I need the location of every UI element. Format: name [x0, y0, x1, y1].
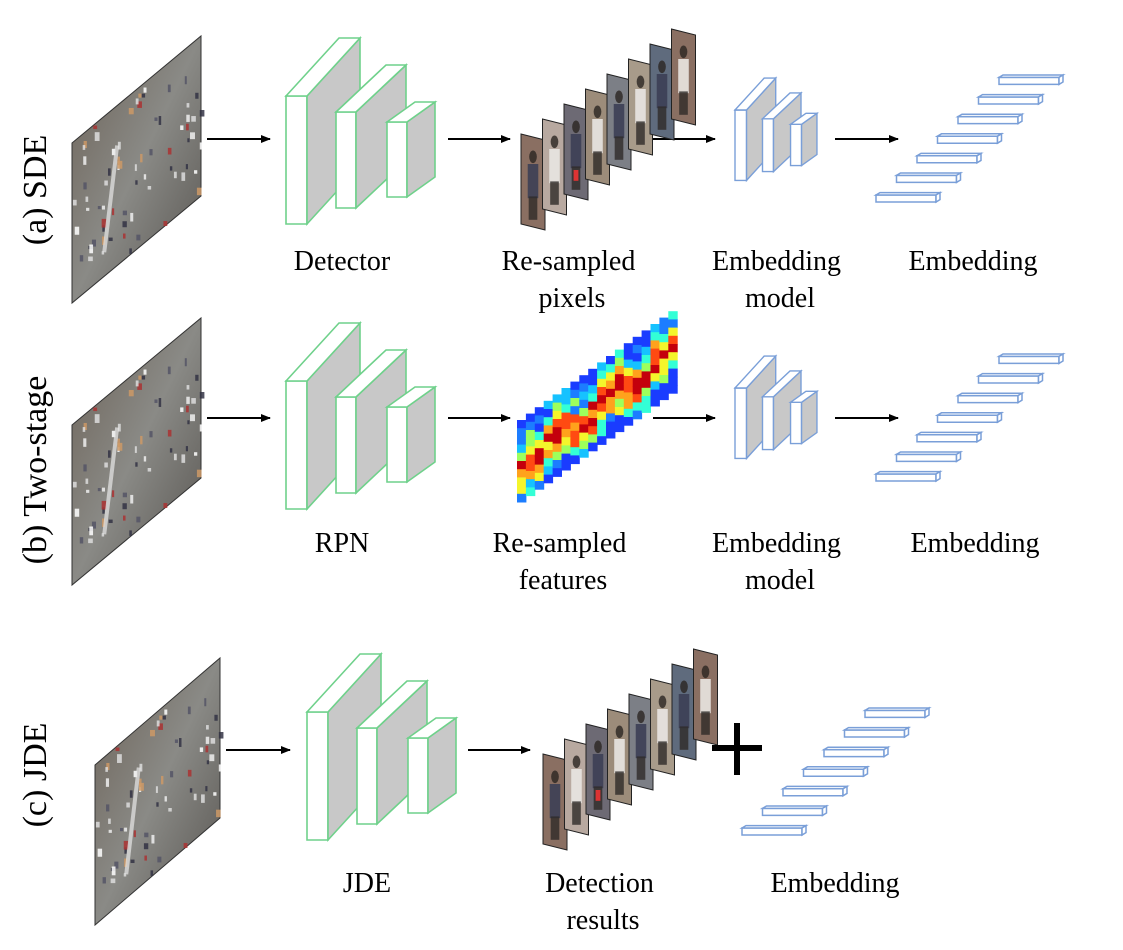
network-rpn — [284, 320, 438, 512]
embedding-bar — [800, 765, 871, 778]
crop-thumbnail — [585, 88, 610, 186]
embedding-bar — [975, 93, 1046, 106]
embedding-bar — [934, 132, 1005, 145]
embedding-bar — [955, 391, 1025, 404]
embedding-bar — [996, 352, 1066, 365]
label-detector: Detector — [294, 246, 391, 277]
label-resampled-pixels: Re-sampled pixels — [502, 246, 643, 314]
label-rpn: RPN — [315, 528, 369, 559]
street-image-c — [94, 656, 224, 927]
embedding-bar — [975, 372, 1046, 385]
crop-thumbnail — [563, 103, 589, 201]
embedding-vector-a — [873, 73, 1066, 204]
stage-labels: Detector Re-sampled pixels Embedding mod… — [294, 246, 1040, 936]
embedding-model-b — [733, 354, 820, 461]
embedding-vector-b — [873, 352, 1066, 483]
crop-thumbnail — [649, 43, 675, 141]
crop-thumbnail — [585, 723, 611, 821]
embedding-bar — [873, 470, 943, 483]
label-embedding-b: Embedding — [910, 528, 1039, 559]
crop-thumbnail — [564, 738, 589, 836]
street-image-b — [71, 316, 205, 587]
embedding-bar — [996, 73, 1066, 86]
embedding-bar — [821, 745, 891, 758]
row-title-two-stage: (b) Two-stage — [17, 376, 54, 565]
crop-thumbnail — [628, 58, 653, 156]
embedding-bar — [893, 450, 964, 463]
embedding-bar — [759, 804, 830, 817]
crop-thumbnail — [671, 663, 697, 761]
crop-thumbnail — [542, 753, 568, 851]
crop-thumbnail — [607, 708, 632, 806]
crop-stack-resampled-pixels — [520, 28, 696, 231]
embedding-bar — [780, 785, 850, 798]
embedding-vectors — [739, 73, 1066, 837]
embedding-bar — [955, 112, 1025, 125]
label-jde: JDE — [343, 868, 391, 899]
street-images — [71, 34, 224, 927]
plus-icon — [712, 723, 762, 775]
crop-thumbnail — [520, 133, 546, 231]
embedding-bar — [862, 706, 932, 719]
embedding-bar — [893, 171, 964, 184]
embedding-bar — [914, 431, 984, 444]
feature-heatmap — [517, 311, 678, 503]
crop-thumbnail — [542, 118, 567, 216]
network-jde — [305, 651, 459, 843]
embedding-bar — [914, 152, 984, 165]
crop-thumbnail — [650, 678, 675, 776]
label-embedding-a: Embedding — [908, 246, 1037, 277]
network-detector — [284, 35, 438, 227]
embedding-vector-c — [739, 706, 932, 837]
label-embedding-model-a: Embedding model — [712, 246, 848, 314]
embedding-bar — [934, 411, 1005, 424]
feature-heatmap — [517, 311, 678, 503]
street-image-a — [71, 34, 205, 305]
embedding-bar — [873, 191, 943, 204]
row-title-jde: (c) JDE — [17, 723, 54, 828]
crop-stacks — [520, 28, 718, 851]
embedding-bar — [841, 726, 912, 739]
arrows — [207, 135, 899, 754]
crop-thumbnail — [693, 648, 718, 746]
crop-thumbnail — [671, 28, 696, 126]
row-title-sde: (a) SDE — [17, 135, 54, 245]
label-embedding-model-b: Embedding model — [712, 528, 848, 596]
crop-stack-detection-results — [542, 648, 718, 851]
embedding-bar — [739, 824, 809, 837]
label-detection-results: Detection results — [545, 868, 661, 936]
label-resampled-features: Re-sampled features — [493, 528, 634, 596]
label-embedding-c: Embedding — [770, 868, 899, 899]
crop-thumbnail — [606, 73, 632, 171]
crop-thumbnail — [628, 693, 654, 791]
embedding-model-a — [733, 76, 820, 183]
network-blocks — [284, 35, 820, 843]
